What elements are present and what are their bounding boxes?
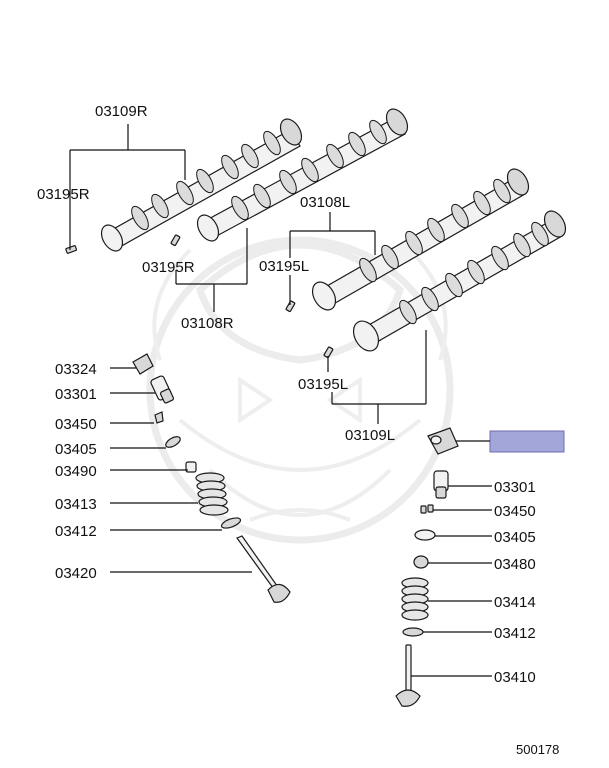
callout-03301-right[interactable]: 03301 <box>494 479 536 496</box>
rocker-arm-right <box>427 427 459 455</box>
callout-03480[interactable]: 03480 <box>494 556 536 573</box>
callout-03195l-upper[interactable]: 03195L <box>259 258 309 275</box>
callout-03413[interactable]: 03413 <box>55 496 97 513</box>
highlighted-callout-box[interactable] <box>489 430 565 453</box>
callout-03195r-left[interactable]: 03195R <box>37 186 90 203</box>
callout-03405-right[interactable]: 03405 <box>494 529 536 546</box>
callout-03324[interactable]: 03324 <box>55 361 97 378</box>
spring-part-03414 <box>401 577 429 621</box>
callout-03405-left[interactable]: 03405 <box>55 441 97 458</box>
callout-03412-left[interactable]: 03412 <box>55 523 97 540</box>
valve-part-03420 <box>236 535 291 603</box>
callout-03109r-top[interactable]: 03109R <box>95 103 148 120</box>
callout-03195l-lower[interactable]: 03195L <box>298 376 348 393</box>
callout-03414[interactable]: 03414 <box>494 594 536 611</box>
lash-adjuster-part-03301-right <box>433 470 449 499</box>
callout-03108l[interactable]: 03108L <box>300 194 350 211</box>
callout-03450-left[interactable]: 03450 <box>55 416 97 433</box>
callout-03301-left[interactable]: 03301 <box>55 386 97 403</box>
dowel-pin-03195l-upper <box>285 300 296 313</box>
camshaft-right-exhaust-1 <box>100 118 303 252</box>
spring-part-03413 <box>195 472 229 516</box>
camshaft-left-4 <box>352 210 567 352</box>
retainer-part-03405-right <box>414 529 436 541</box>
callout-03108r[interactable]: 03108R <box>181 315 234 332</box>
callout-03420[interactable]: 03420 <box>55 565 97 582</box>
dowel-pin-03195l-lower <box>323 346 334 359</box>
diagram-number: 500178 <box>516 742 559 757</box>
callout-03195r-mid[interactable]: 03195R <box>142 259 195 276</box>
callout-03410[interactable]: 03410 <box>494 669 536 686</box>
retainer-part-03405-left <box>165 436 181 448</box>
seal-part-03490 <box>185 461 197 473</box>
callout-03109l[interactable]: 03109L <box>345 427 395 444</box>
leader-lines <box>69 124 492 677</box>
lash-adjuster-part-03301-left <box>150 375 175 404</box>
seal-part-03480 <box>413 555 429 569</box>
camshaft-right-intake-2 <box>196 108 409 242</box>
valve-part-03410 <box>395 644 421 707</box>
callout-03450-right[interactable]: 03450 <box>494 503 536 520</box>
dowel-pin-03195r-left <box>65 245 78 254</box>
cotter-part-03450-left <box>154 411 164 424</box>
seat-part-03412-left <box>220 517 242 529</box>
rocker-arm-part-03324 <box>132 353 154 375</box>
cotter-part-03450-right <box>420 504 434 514</box>
seat-part-03412-right <box>402 627 424 637</box>
callout-03490[interactable]: 03490 <box>55 463 97 480</box>
dowel-pin-03195r-mid <box>170 234 181 247</box>
camshaft-left-3 <box>311 168 530 311</box>
callout-03412-right[interactable]: 03412 <box>494 625 536 642</box>
